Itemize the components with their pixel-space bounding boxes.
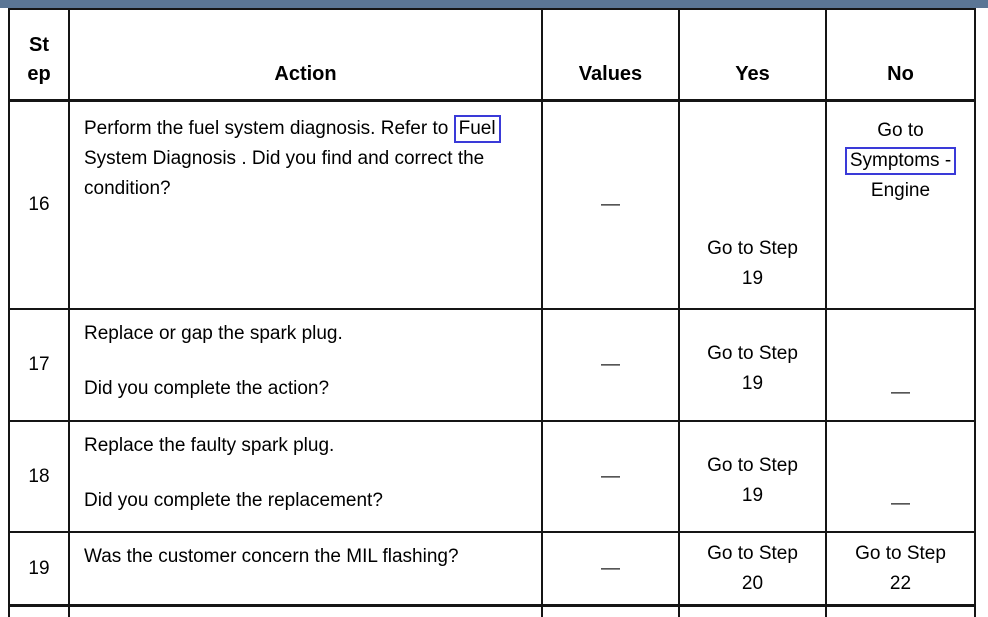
action-text-line1: Replace or gap the spark plug. bbox=[84, 323, 343, 344]
step-number: 18 bbox=[28, 465, 50, 487]
header-step-label: St ep bbox=[27, 34, 51, 85]
yes-text-line2: 19 bbox=[741, 268, 764, 289]
diagnostic-table: St ep Action Values Yes No 16 Perform th… bbox=[8, 8, 976, 617]
header-yes-label: Yes bbox=[735, 63, 770, 85]
no-cell: — bbox=[827, 310, 974, 422]
values-cell: — bbox=[543, 533, 680, 607]
action-cell: Replace or gap the spark plug. Did you c… bbox=[70, 310, 543, 422]
yes-cell: Go to Step 19 bbox=[680, 102, 827, 310]
yes-cell: Go to Step 19 bbox=[680, 422, 827, 533]
partial-row-values-cell bbox=[543, 607, 680, 617]
header-cell-step: St ep bbox=[10, 10, 70, 102]
no-dash: — bbox=[891, 382, 910, 403]
action-text-line1: Was the customer concern the MIL flashin… bbox=[84, 546, 459, 567]
header-no-label: No bbox=[887, 63, 914, 85]
no-dash: — bbox=[891, 493, 910, 514]
action-text-line2: Did you complete the replacement? bbox=[84, 490, 383, 511]
action-text-line2: Did you complete the action? bbox=[84, 378, 330, 399]
values-dash: — bbox=[601, 194, 620, 215]
action-text-pre: Perform the fuel system diagnosis. Refer… bbox=[84, 118, 454, 139]
window-top-bar bbox=[0, 0, 988, 8]
values-dash: — bbox=[601, 354, 620, 375]
values-cell: — bbox=[543, 310, 680, 422]
no-cell: Go to Symptoms - Engine bbox=[827, 102, 974, 310]
fuel-system-diagnosis-link[interactable]: Fuel bbox=[453, 115, 501, 143]
no-cell: — bbox=[827, 422, 974, 533]
header-action-label: Action bbox=[274, 63, 337, 85]
partial-row-yes-cell bbox=[680, 607, 827, 617]
partial-row-action-cell bbox=[70, 607, 543, 617]
yes-text-line1: Go to Step bbox=[707, 343, 798, 364]
header-values-label: Values bbox=[578, 63, 643, 85]
step-number: 19 bbox=[28, 557, 50, 579]
yes-text-line1: Go to Step bbox=[707, 238, 798, 259]
yes-text-line1: Go to Step bbox=[707, 454, 798, 476]
action-text-line1: Replace the faulty spark plug. bbox=[84, 435, 335, 456]
yes-text-line2: 20 bbox=[741, 572, 764, 594]
yes-cell: Go to Step 20 bbox=[680, 533, 827, 607]
action-cell: Replace the faulty spark plug. Did you c… bbox=[70, 422, 543, 533]
values-cell: — bbox=[543, 422, 680, 533]
yes-text-line1: Go to Step bbox=[707, 542, 798, 564]
yes-text-line2: 19 bbox=[741, 373, 764, 394]
values-dash: — bbox=[601, 465, 620, 487]
partial-row-no-cell bbox=[827, 607, 974, 617]
header-cell-yes: Yes bbox=[680, 10, 827, 102]
step-cell: 16 bbox=[10, 102, 70, 310]
header-cell-no: No bbox=[827, 10, 974, 102]
header-cell-values: Values bbox=[543, 10, 680, 102]
no-text-line1: Go to Step bbox=[855, 542, 946, 564]
no-text-line2: 22 bbox=[889, 572, 912, 594]
no-text-line1: Go to bbox=[877, 120, 924, 141]
step-cell: 18 bbox=[10, 422, 70, 533]
header-cell-action: Action bbox=[70, 10, 543, 102]
step-cell: 17 bbox=[10, 310, 70, 422]
no-text-line2: Engine bbox=[870, 180, 931, 201]
symptoms-engine-link[interactable]: Symptoms - bbox=[844, 147, 957, 175]
yes-text-line2: 19 bbox=[741, 484, 764, 506]
partial-row-step-cell bbox=[10, 607, 70, 617]
action-text-post: System Diagnosis . Did you find and corr… bbox=[84, 148, 485, 199]
action-cell: Perform the fuel system diagnosis. Refer… bbox=[70, 102, 543, 310]
yes-cell: Go to Step 19 bbox=[680, 310, 827, 422]
step-number: 16 bbox=[28, 194, 50, 215]
step-cell: 19 bbox=[10, 533, 70, 607]
action-cell: Was the customer concern the MIL flashin… bbox=[70, 533, 543, 607]
step-number: 17 bbox=[28, 354, 50, 375]
values-cell: — bbox=[543, 102, 680, 310]
no-cell: Go to Step 22 bbox=[827, 533, 974, 607]
values-dash: — bbox=[601, 557, 620, 579]
